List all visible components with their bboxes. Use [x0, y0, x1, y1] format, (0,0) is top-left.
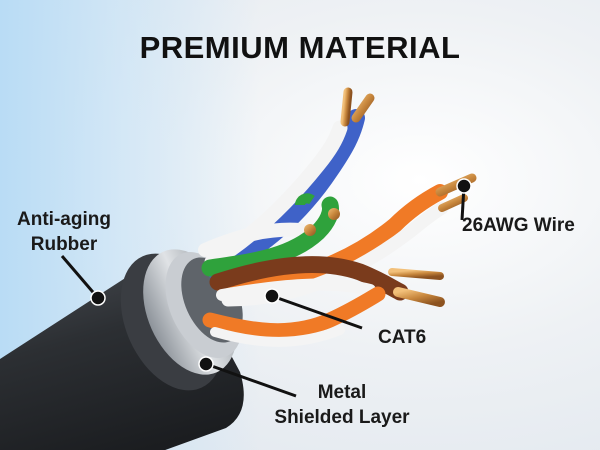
label-26awg-wire: 26AWG Wire — [462, 215, 575, 236]
label-metal-shielded-layer: Metal Shielded Layer — [274, 382, 410, 428]
brown-wire — [209, 256, 409, 301]
label-anti-aging-rubber: Anti-aging Rubber — [17, 209, 111, 255]
shield-marker — [198, 356, 214, 372]
page-title: PREMIUM MATERIAL — [139, 30, 461, 65]
rubber-marker — [90, 290, 106, 306]
wire-marker — [456, 178, 472, 194]
white-brown-wire — [216, 278, 376, 301]
white-green-wire — [198, 222, 307, 257]
blue-wire — [206, 109, 365, 279]
label-cat6: CAT6 — [378, 327, 427, 348]
orange-wire-lower — [202, 286, 386, 339]
cat6-marker — [264, 288, 280, 304]
